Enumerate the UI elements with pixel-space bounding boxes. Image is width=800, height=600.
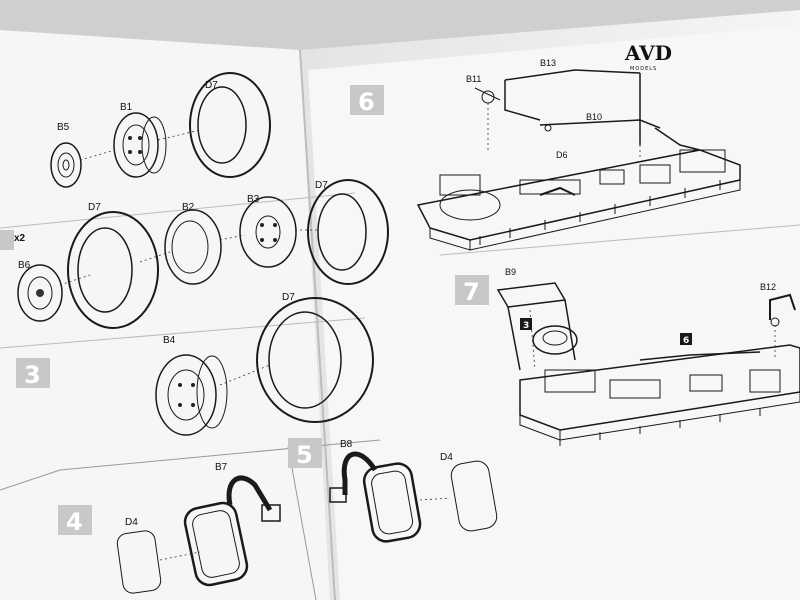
svg-text:AVD: AVD	[624, 41, 672, 65]
svg-text:4: 4	[66, 508, 83, 536]
step-number-box	[58, 505, 92, 535]
step-number-box	[16, 358, 50, 388]
step-6-diagram: 6 B11 B13 B10	[350, 58, 741, 251]
hub-cap-icon	[50, 142, 82, 188]
svg-text:B6: B6	[18, 260, 31, 271]
wheel-disc-icon	[239, 196, 297, 268]
tire-icon	[307, 179, 389, 285]
sub-step-badge: 3	[520, 318, 532, 331]
brand-logo: AVD MODELS	[624, 41, 672, 72]
tire-icon	[256, 297, 374, 423]
mirror-glass-icon	[450, 460, 498, 532]
svg-text:D7: D7	[315, 180, 328, 191]
svg-text:6: 6	[683, 336, 689, 346]
mirror-glass-icon	[116, 530, 162, 594]
hub-cap-icon	[17, 264, 63, 322]
svg-text:3: 3	[24, 361, 41, 389]
svg-text:6: 6	[358, 88, 375, 116]
svg-text:B8: B8	[340, 439, 353, 450]
chassis-frame-icon	[519, 344, 800, 446]
wheel-rim-icon	[164, 209, 222, 285]
wheel-rim-icon	[113, 112, 167, 178]
svg-text:B3: B3	[247, 194, 260, 205]
mirror-icon	[183, 475, 281, 587]
svg-text:MODELS: MODELS	[630, 66, 657, 72]
spare-tire-icon	[532, 325, 578, 355]
step-1-diagram: B5 B1 D7	[50, 72, 271, 188]
part-label: D7	[205, 80, 218, 91]
part-label: B5	[57, 122, 70, 133]
svg-text:7: 7	[463, 278, 480, 306]
step-number-box	[455, 275, 489, 305]
svg-text:D6: D6	[556, 150, 568, 160]
step-4-diagram: 4 D4 B7	[58, 462, 281, 594]
step-7-diagram: 7 3	[455, 267, 800, 446]
part-label: B1	[120, 102, 133, 113]
svg-text:D7: D7	[88, 202, 101, 213]
svg-text:D7: D7	[282, 292, 295, 303]
linkage-icon	[474, 69, 701, 151]
step-3-diagram: 3 B4 D7	[16, 292, 374, 436]
svg-text:B11: B11	[466, 74, 481, 84]
svg-text:B9: B9	[505, 267, 516, 277]
step-2-diagram: x2 B6 D7 B2 B	[0, 179, 389, 329]
step-number-box	[350, 85, 384, 115]
svg-text:B10: B10	[586, 112, 602, 122]
svg-text:B12: B12	[760, 282, 776, 292]
svg-text:5: 5	[296, 441, 313, 469]
svg-text:D4: D4	[440, 452, 453, 463]
tire-icon	[189, 72, 271, 178]
svg-text:B4: B4	[163, 335, 176, 346]
wheel-rim-icon	[155, 354, 228, 436]
step-number-box	[0, 230, 14, 250]
step-number-box	[288, 438, 322, 468]
mirror-icon	[329, 451, 422, 543]
tire-icon	[67, 211, 159, 329]
svg-text:B2: B2	[182, 202, 195, 213]
svg-text:B13: B13	[540, 58, 556, 68]
svg-text:x2: x2	[14, 233, 26, 244]
step-5-diagram: 5 B8 D4	[288, 438, 498, 543]
svg-text:D4: D4	[125, 517, 138, 528]
svg-text:3: 3	[523, 321, 529, 331]
sub-step-badge: 6	[680, 333, 692, 346]
svg-text:B7: B7	[215, 462, 228, 473]
